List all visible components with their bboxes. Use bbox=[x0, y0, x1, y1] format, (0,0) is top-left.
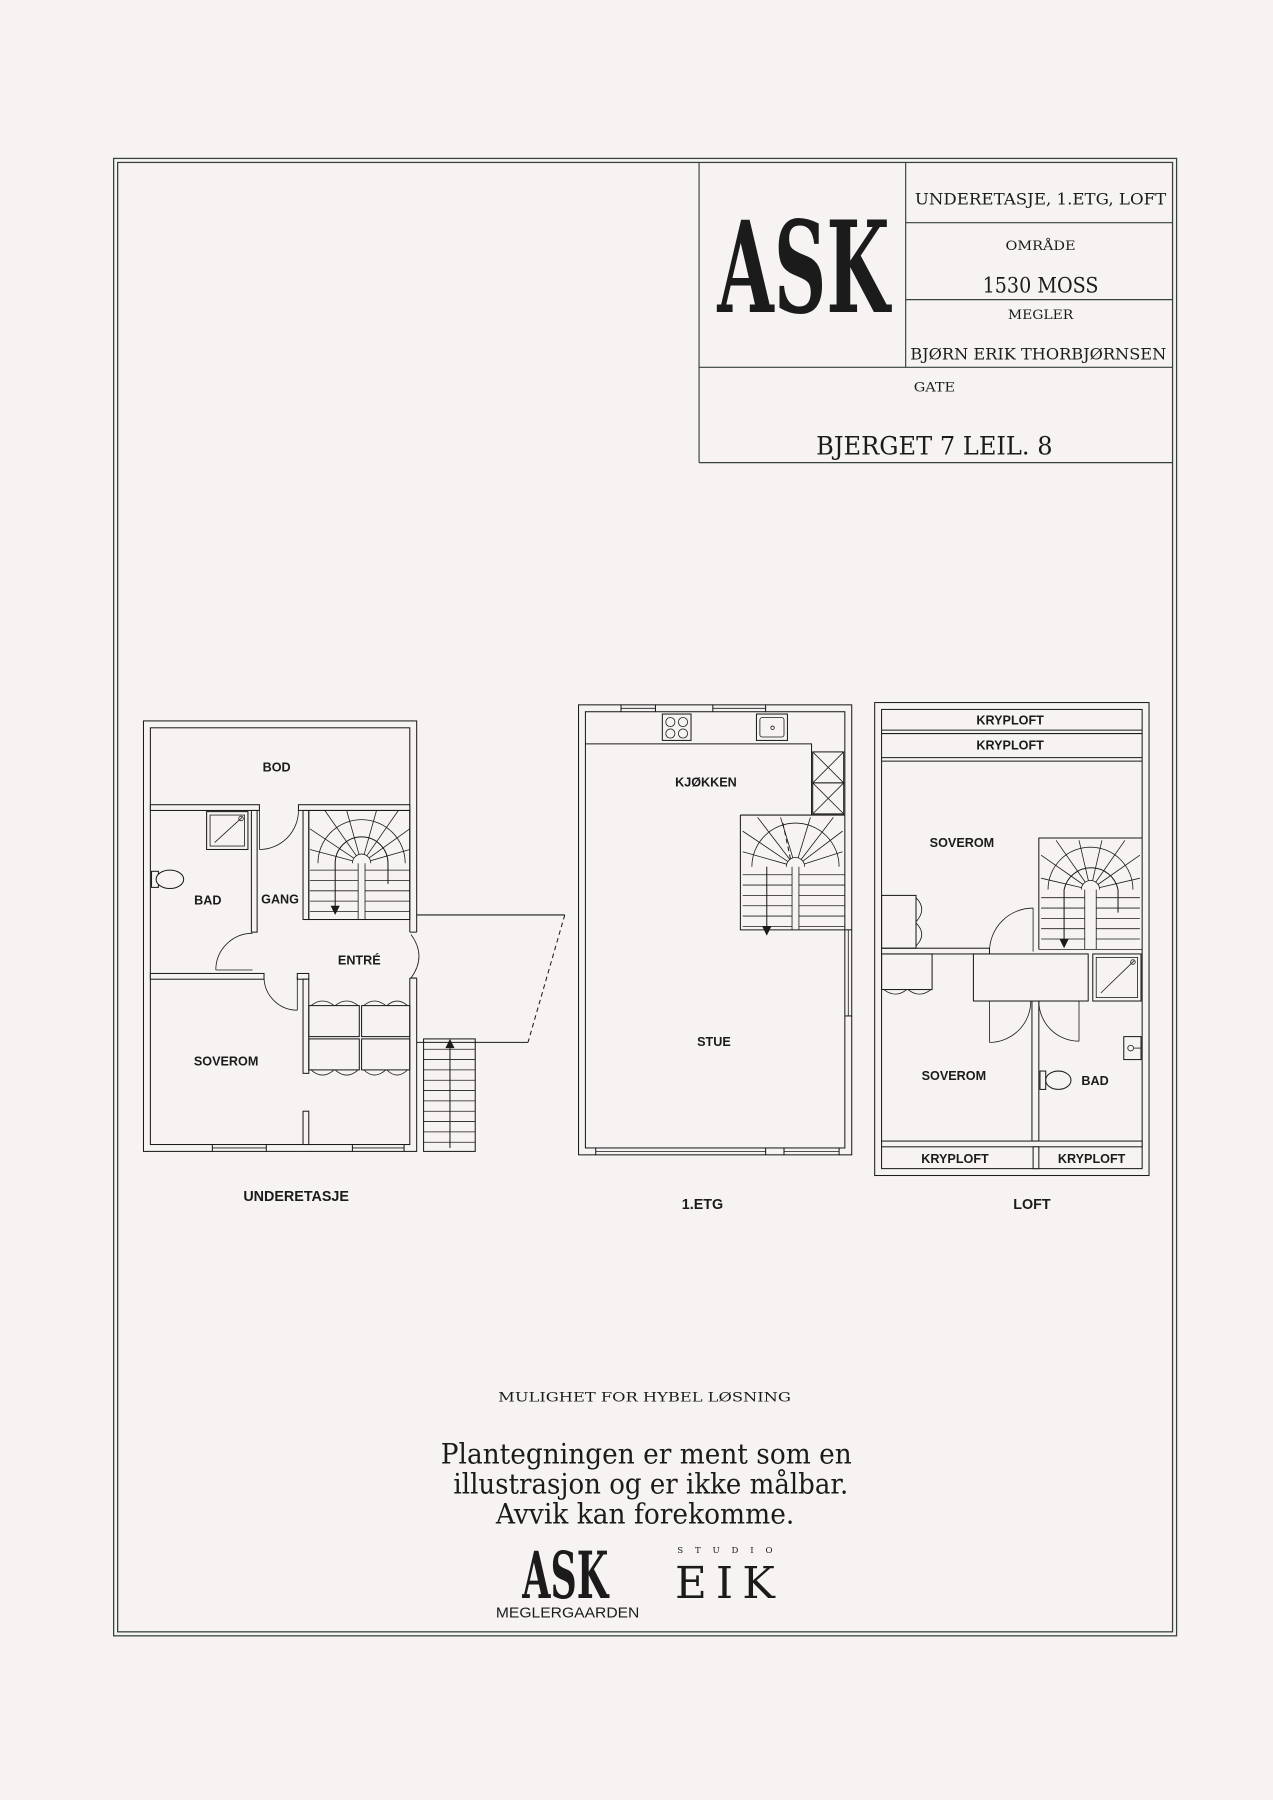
plan-title-underetasje: UNDERETASJE bbox=[243, 1189, 349, 1205]
entrance-landing bbox=[416, 914, 566, 1043]
sink-icon bbox=[755, 713, 788, 741]
title-block: ASK UNDERETASJE, 1.ETG, LOFT OMRÅDE 1530… bbox=[698, 162, 1173, 464]
plan-title-loft: LOFT bbox=[1013, 1197, 1051, 1213]
window bbox=[595, 703, 853, 1156]
area-value: 1530 MOSS bbox=[983, 274, 1099, 299]
stove-icon bbox=[661, 713, 692, 741]
floors-list: UNDERETASJE, 1.ETG, LOFT bbox=[915, 189, 1167, 208]
walls bbox=[142, 720, 418, 1152]
door-swing bbox=[215, 810, 299, 1011]
entrance-door bbox=[408, 931, 420, 979]
room-label-bad: BAD bbox=[1081, 1074, 1108, 1088]
wardrobes bbox=[881, 894, 933, 995]
arrow-down-icon bbox=[330, 905, 340, 915]
plan-title-1etg: 1.ETG bbox=[682, 1197, 723, 1213]
hybel-note: MULIGHET FOR HYBEL LØSNING bbox=[498, 1391, 791, 1406]
arrow-down-icon bbox=[1059, 939, 1069, 949]
room-label-kjokken: KJØKKEN bbox=[675, 775, 737, 789]
window bbox=[211, 1143, 405, 1153]
walls bbox=[874, 702, 1150, 1177]
notes: MULIGHET FOR HYBEL LØSNING Plantegningen… bbox=[441, 1391, 852, 1531]
room-label-kryploft: KRYPLOFT bbox=[976, 713, 1044, 727]
staircase bbox=[308, 809, 411, 921]
room-label-soverom: SOVEROM bbox=[922, 1069, 986, 1083]
sink-icon bbox=[1123, 1036, 1142, 1061]
disclaimer-line: Plantegningen er ment som en bbox=[441, 1439, 852, 1471]
staircase bbox=[1038, 837, 1143, 950]
arrow-up-icon bbox=[445, 1038, 455, 1049]
broker-value: BJØRN ERIK THORBJØRNSEN bbox=[910, 344, 1166, 363]
arrow-down-icon bbox=[762, 926, 772, 936]
room-label-stue: STUE bbox=[697, 1035, 731, 1049]
room-label-kryploft: KRYPLOFT bbox=[976, 739, 1044, 753]
street-label: GATE bbox=[914, 380, 955, 395]
ask-logo: ASK bbox=[717, 193, 892, 342]
room-label-entre: ENTRÉ bbox=[338, 952, 381, 967]
toilet-icon bbox=[151, 869, 185, 890]
broker-label: MEGLER bbox=[1008, 308, 1075, 323]
outdoor-stairs bbox=[423, 1038, 476, 1152]
room-label-kryploft: KRYPLOFT bbox=[1058, 1152, 1126, 1166]
room-label-soverom: SOVEROM bbox=[930, 836, 994, 850]
floor-plan-1etg: KJØKKEN STUE 1.ETG bbox=[578, 703, 853, 1213]
room-label-soverom: SOVEROM bbox=[194, 1054, 258, 1068]
wardrobes bbox=[308, 1000, 411, 1076]
room-label-kryploft: KRYPLOFT bbox=[921, 1152, 989, 1166]
staircase bbox=[739, 814, 845, 936]
room-label-bod: BOD bbox=[263, 760, 291, 774]
ask-footer-logo: ASK bbox=[522, 1539, 610, 1614]
sheet-frame bbox=[113, 157, 1178, 1637]
door-swing bbox=[989, 907, 1080, 1043]
room-label-bad: BAD bbox=[194, 894, 221, 908]
shower-icon bbox=[206, 811, 249, 851]
area-label: OMRÅDE bbox=[1006, 238, 1076, 254]
floor-plan-loft: KRYPLOFT KRYPLOFT SOVEROM SOVEROM BAD KR… bbox=[874, 702, 1150, 1213]
room-label-gang: GANG bbox=[261, 892, 299, 906]
kitchen-counter bbox=[585, 743, 845, 816]
floor-plan-underetasje: BOD BAD GANG ENTRÉ SOVEROM UNDERETASJE bbox=[142, 720, 566, 1205]
toilet-icon bbox=[1039, 1070, 1072, 1090]
disclaimer-line: Avvik kan forekomme. bbox=[495, 1498, 794, 1530]
disclaimer-line: illustrasjon og er ikke målbar. bbox=[453, 1468, 848, 1500]
title-block-grid bbox=[698, 162, 1173, 464]
ask-footer-name: MEGLERGAARDEN bbox=[496, 1604, 639, 1621]
street-value: BJERGET 7 LEIL. 8 bbox=[816, 432, 1052, 461]
shower-icon bbox=[1092, 953, 1142, 1002]
studio-eik-logo: EIK bbox=[675, 1559, 776, 1609]
